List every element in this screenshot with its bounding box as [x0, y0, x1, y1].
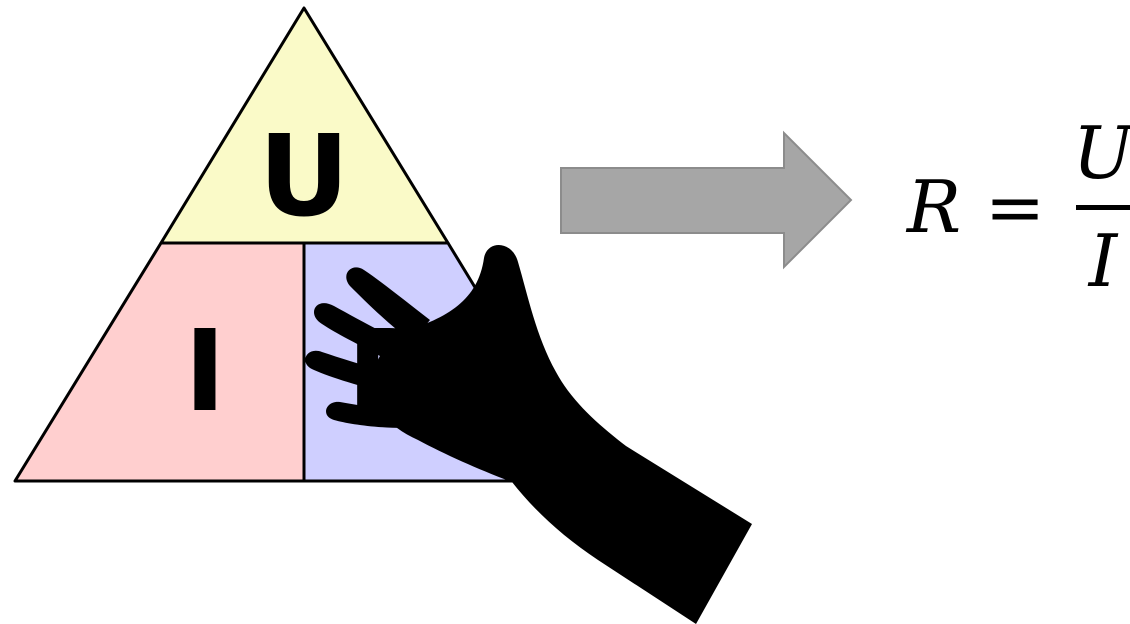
triangle-left-section: [15, 243, 304, 481]
fraction-bar: [1076, 205, 1130, 210]
formula-lhs: R: [905, 165, 961, 249]
formula-numerator: U: [1073, 111, 1130, 195]
triangle-letter-u: U: [259, 112, 350, 242]
triangle-letter-i: I: [184, 307, 226, 437]
formula-equals: =: [985, 165, 1045, 249]
right-arrow-icon: [561, 133, 851, 267]
formula-denominator: I: [1087, 219, 1119, 303]
